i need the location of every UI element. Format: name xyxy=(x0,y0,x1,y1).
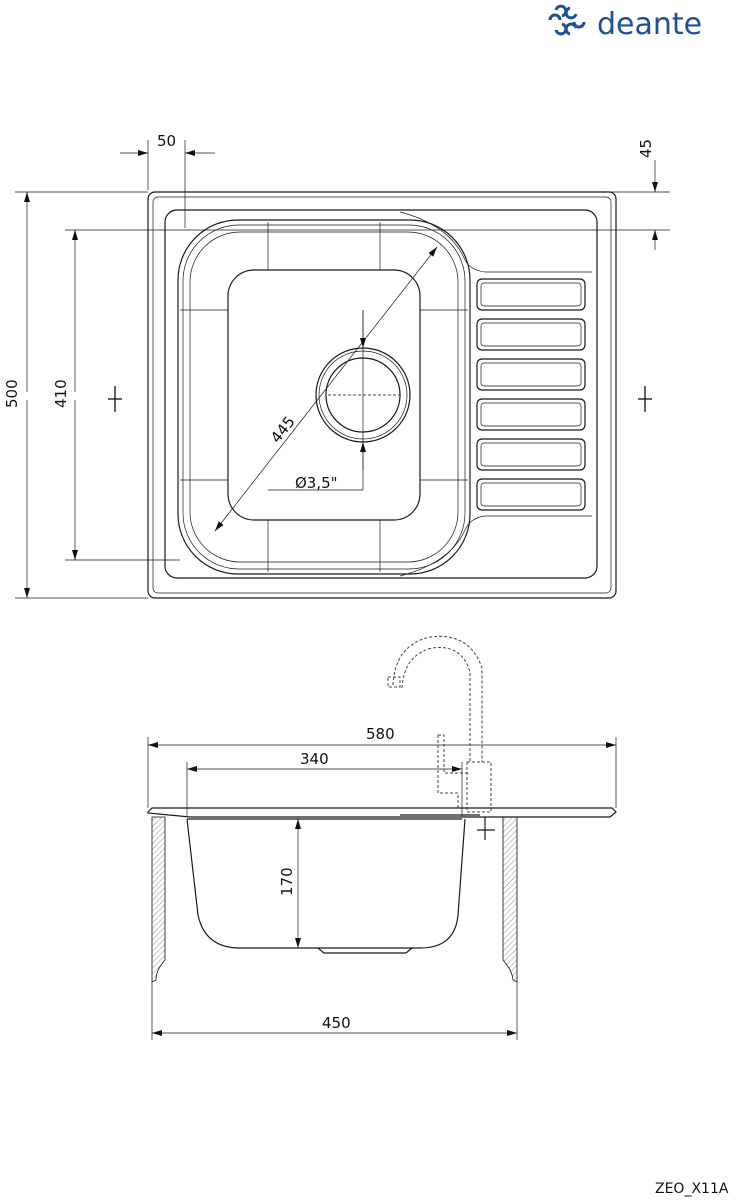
dim-total-depth: 500 xyxy=(3,379,21,408)
mounting-bolt xyxy=(477,817,495,840)
dim-drainer-offset: 45 xyxy=(637,139,655,158)
deante-symbol-icon xyxy=(548,4,586,36)
section-markers xyxy=(108,386,652,412)
dim-total-width: 580 xyxy=(366,725,395,743)
dim-rim-offset: 50 xyxy=(157,132,176,150)
dim-cabinet-width: 450 xyxy=(322,1014,351,1032)
drain-hole xyxy=(268,310,411,491)
brand-logo: deante xyxy=(548,4,702,42)
dim-bowl-width: 340 xyxy=(300,750,329,768)
side-view: 580 340 170 450 xyxy=(147,635,617,1040)
model-code: ZEO_X11A xyxy=(655,1181,729,1197)
brand-name: deante xyxy=(597,7,702,42)
dim-drain-diameter: Ø3,5" xyxy=(295,474,338,492)
cabinet-wall-right xyxy=(502,816,518,983)
dim-bowl-height: 170 xyxy=(278,867,296,896)
top-view: 50 45 500 410 445 Ø3,5" xyxy=(3,132,670,599)
dim-bowl-diagonal: 445 xyxy=(267,413,299,447)
faucet-outline xyxy=(387,635,492,813)
drainer-ribs xyxy=(476,278,586,511)
dim-bowl-depth: 410 xyxy=(52,379,70,408)
cabinet-wall-left xyxy=(151,816,166,983)
